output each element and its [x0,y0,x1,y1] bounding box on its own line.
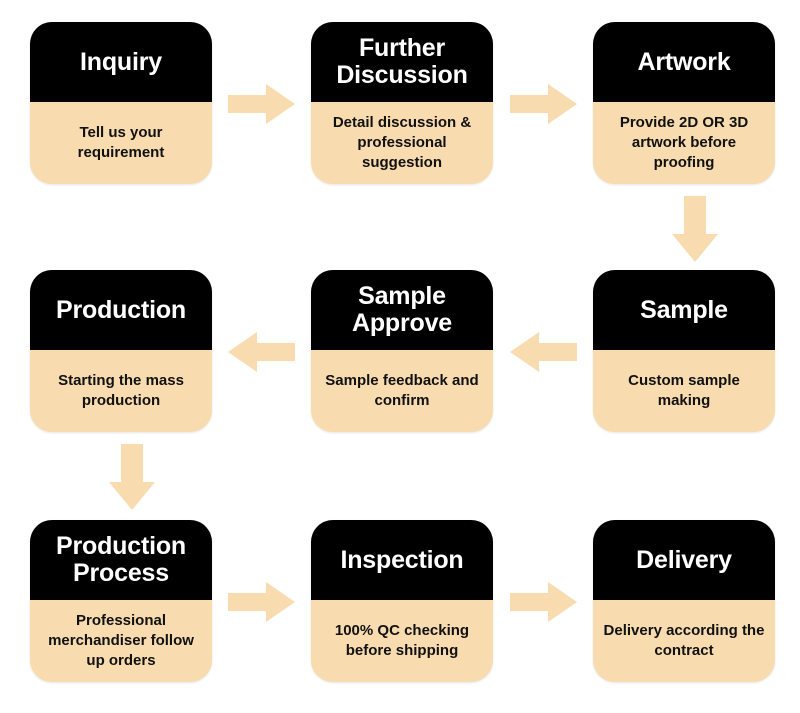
arrow-left-sample-approve-to-production [228,332,295,372]
arrow-right-further-discussion-to-artwork [510,84,577,124]
step-card-inquiry[interactable]: Inquiry Tell us your requirement [30,22,212,184]
step-title-inspection: Inspection [311,520,493,600]
step-title-sample: Sample [593,270,775,350]
step-description-production: Starting the mass production [30,350,212,432]
step-card-artwork[interactable]: Artwork Provide 2D OR 3D artwork before … [593,22,775,184]
step-card-production[interactable]: Production Starting the mass production [30,270,212,432]
step-title-sample-approve: Sample Approve [311,270,493,350]
step-description-inspection: 100% QC checking before shipping [311,600,493,682]
arrow-down-artwork-to-sample [662,196,728,262]
step-description-sample-approve: Sample feedback and confirm [311,350,493,432]
step-title-production-process: Production Process [30,520,212,600]
step-title-inquiry: Inquiry [30,22,212,102]
arrow-right-inquiry-to-further-discussion [228,84,295,124]
step-card-further-discussion[interactable]: Further Discussion Detail discussion & p… [311,22,493,184]
step-description-delivery: Delivery according the contract [593,600,775,682]
step-description-further-discussion: Detail discussion & professional suggest… [311,102,493,184]
arrow-left-sample-to-sample-approve [510,332,577,372]
step-description-sample: Custom sample making [593,350,775,432]
step-card-inspection[interactable]: Inspection 100% QC checking before shipp… [311,520,493,682]
step-title-artwork: Artwork [593,22,775,102]
step-title-further-discussion: Further Discussion [311,22,493,102]
step-title-delivery: Delivery [593,520,775,600]
step-description-inquiry: Tell us your requirement [30,102,212,184]
step-card-delivery[interactable]: Delivery Delivery according the contract [593,520,775,682]
step-description-production-process: Professional merchandiser follow up orde… [30,600,212,682]
arrow-right-production-process-to-inspection [228,582,295,622]
step-description-artwork: Provide 2D OR 3D artwork before proofing [593,102,775,184]
step-title-production: Production [30,270,212,350]
step-card-sample[interactable]: Sample Custom sample making [593,270,775,432]
step-card-production-process[interactable]: Production Process Professional merchand… [30,520,212,682]
arrow-right-inspection-to-delivery [510,582,577,622]
arrow-down-production-to-production-process [99,444,165,510]
step-card-sample-approve[interactable]: Sample Approve Sample feedback and confi… [311,270,493,432]
